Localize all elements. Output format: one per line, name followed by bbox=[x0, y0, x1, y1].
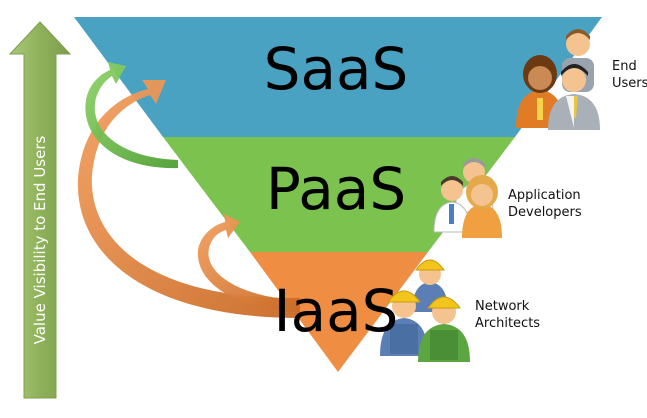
orange-arrow-to-paas bbox=[197, 214, 300, 312]
iaas-label: IaaS bbox=[273, 277, 399, 345]
orange-arrow-to-saas bbox=[77, 80, 300, 318]
application-developers-label: Application Developers bbox=[508, 188, 582, 220]
end-users-label: End Users bbox=[612, 59, 647, 91]
paas-layer bbox=[163, 137, 515, 252]
saas-layer bbox=[74, 17, 602, 137]
paas-label: PaaS bbox=[265, 155, 407, 223]
business-people-icon bbox=[516, 29, 600, 130]
saas-label: SaaS bbox=[263, 35, 409, 103]
construction-workers-icon bbox=[380, 259, 470, 362]
value-visibility-label: Value Visibility to End Users bbox=[31, 135, 49, 345]
green-arrow-to-saas bbox=[85, 62, 178, 169]
value-visibility-arrow bbox=[8, 21, 72, 399]
network-architects-label: Network Architects bbox=[475, 299, 541, 331]
iaas-layer bbox=[250, 252, 428, 372]
developers-icon bbox=[433, 158, 502, 238]
